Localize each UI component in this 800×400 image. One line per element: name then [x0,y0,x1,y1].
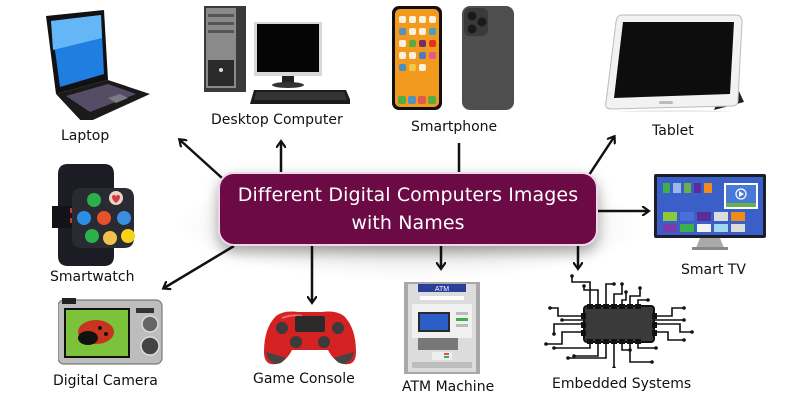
label-embedded-systems: Embedded Systems [552,376,692,392]
arrow-to-laptop [180,140,223,179]
title-hub: Different Digital Computers Images with … [218,172,598,246]
label-desktop-computer: Desktop Computer [211,112,343,128]
label-tablet: Tablet [652,123,694,139]
label-smartwatch: Smartwatch [50,269,135,285]
atm-sign: ATM [435,286,449,293]
arrow-to-digital-camera [164,244,235,288]
desktop-computer-icon [204,6,350,104]
label-laptop: Laptop [61,128,110,144]
label-game-console: Game Console [253,371,355,387]
laptop-icon [46,10,150,120]
game-controller-icon [264,311,356,365]
tablet-icon [605,14,744,112]
label-smartphone: Smartphone [411,119,498,135]
digital-camera-icon [58,298,163,365]
smartphone-icon [392,6,514,110]
title-line-1: Different Digital Computers Images [237,184,579,206]
label-atm-machine: ATM Machine [402,379,495,395]
label-smart-tv: Smart TV [681,262,746,278]
microchip-icon [544,274,694,368]
smart-tv-icon [654,174,766,250]
title-line-2: with Names [351,212,465,234]
atm-machine-icon: ATM [404,282,480,374]
label-digital-camera: Digital Camera [53,373,158,389]
arrow-to-tablet [587,137,614,176]
smartwatch-icon [52,164,135,266]
